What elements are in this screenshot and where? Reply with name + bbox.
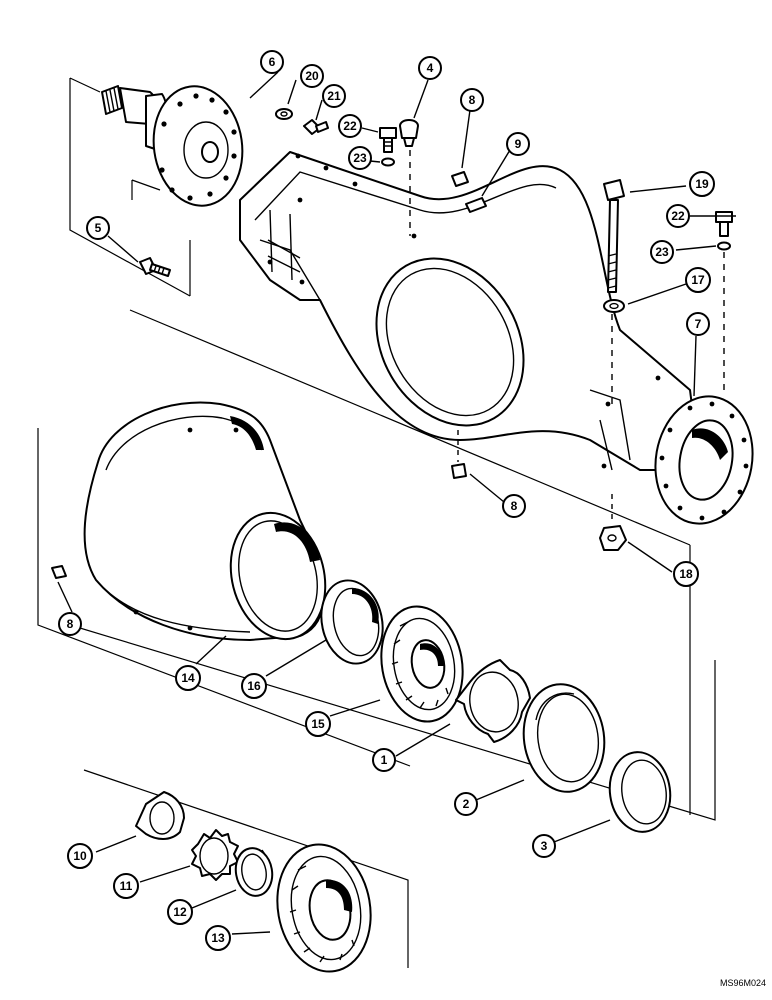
svg-text:11: 11 — [120, 879, 133, 893]
callout-3: 3 — [532, 834, 556, 858]
callout-12: 12 — [167, 899, 193, 925]
svg-text:1: 1 — [381, 753, 388, 767]
svg-text:23: 23 — [353, 151, 367, 165]
callout-19: 19 — [689, 171, 715, 197]
callout-14: 14 — [175, 665, 201, 691]
callout-2: 2 — [454, 792, 478, 816]
pin-part-9 — [465, 197, 487, 213]
callout-16: 16 — [241, 673, 267, 699]
svg-text:22: 22 — [671, 209, 685, 223]
callout-9: 9 — [506, 132, 530, 156]
callout-7: 7 — [686, 312, 710, 336]
plug-part-8-bottom — [451, 430, 467, 479]
bearing-part-13 — [276, 843, 372, 973]
svg-text:8: 8 — [67, 617, 74, 631]
svg-text:21: 21 — [327, 89, 341, 103]
svg-text:12: 12 — [173, 905, 187, 919]
callout-15: 15 — [305, 711, 331, 737]
svg-text:3: 3 — [541, 839, 548, 853]
callout-18: 18 — [673, 561, 699, 587]
callout-17: 17 — [685, 267, 711, 293]
housing-right-flange — [654, 395, 754, 525]
bolt-part-22-left — [379, 127, 397, 153]
callout-8-middle: 8 — [502, 494, 526, 518]
callout-5: 5 — [86, 216, 110, 240]
bearing-cup-part-3 — [608, 751, 672, 833]
svg-text:5: 5 — [95, 221, 102, 235]
nut-part-10 — [135, 791, 185, 840]
svg-text:18: 18 — [679, 567, 693, 581]
plug-part-8-top — [451, 171, 469, 187]
leader-lines — [57, 71, 736, 935]
nut-part-18 — [599, 494, 627, 551]
washer-part-23-left — [381, 157, 395, 167]
bolt-part-19 — [603, 179, 625, 293]
callout-10: 10 — [67, 843, 93, 869]
bearing-cup-part-16 — [320, 579, 384, 665]
svg-text:14: 14 — [181, 671, 195, 685]
callout-11: 11 — [113, 873, 139, 899]
svg-text:13: 13 — [211, 931, 225, 945]
svg-text:23: 23 — [655, 245, 669, 259]
axle-housing-beam — [239, 151, 701, 471]
svg-text:7: 7 — [695, 317, 702, 331]
svg-text:9: 9 — [515, 137, 522, 151]
callout-8-hub: 8 — [58, 612, 82, 636]
callout-23-right: 23 — [650, 240, 674, 264]
bolt-part-21 — [303, 119, 329, 135]
svg-text:19: 19 — [695, 177, 709, 191]
seal-part-2 — [522, 683, 606, 793]
assembly-bracket-lines — [37, 77, 716, 968]
washer-part-20 — [275, 108, 293, 120]
washer-part-23-right — [717, 241, 731, 396]
drawing-code: MS96M024 — [720, 978, 766, 988]
callout-1: 1 — [372, 748, 396, 772]
bolt-part-22-right — [715, 211, 733, 237]
snap-ring-part-12 — [234, 847, 274, 897]
callout-21: 21 — [322, 84, 346, 108]
callout-8-top: 8 — [460, 88, 484, 112]
callout-6: 6 — [260, 50, 284, 74]
svg-text:22: 22 — [343, 119, 357, 133]
svg-text:6: 6 — [269, 55, 276, 69]
callout-13: 13 — [205, 925, 231, 951]
bearing-cone-part-15 — [380, 605, 464, 723]
svg-text:4: 4 — [427, 61, 434, 75]
wheel-hub-part-14 — [83, 401, 327, 641]
breather-part-4 — [399, 119, 419, 236]
callout-22-right: 22 — [666, 204, 690, 228]
callout-22-left: 22 — [338, 114, 362, 138]
callout-23-left: 23 — [348, 146, 372, 170]
svg-text:2: 2 — [463, 797, 470, 811]
plug-part-8-hub — [51, 565, 67, 579]
bolt-part-5 — [139, 257, 171, 277]
axle-spindle — [101, 85, 244, 207]
svg-text:8: 8 — [469, 93, 476, 107]
svg-text:20: 20 — [305, 69, 319, 83]
svg-text:10: 10 — [73, 849, 87, 863]
svg-text:17: 17 — [691, 273, 705, 287]
svg-text:16: 16 — [247, 679, 261, 693]
svg-text:15: 15 — [311, 717, 325, 731]
lock-washer-part-11 — [191, 829, 239, 881]
lock-plate-part-1 — [455, 659, 531, 743]
callout-4: 4 — [418, 56, 442, 80]
washer-part-17 — [603, 299, 625, 404]
callout-20: 20 — [300, 64, 324, 88]
svg-text:8: 8 — [511, 499, 518, 513]
